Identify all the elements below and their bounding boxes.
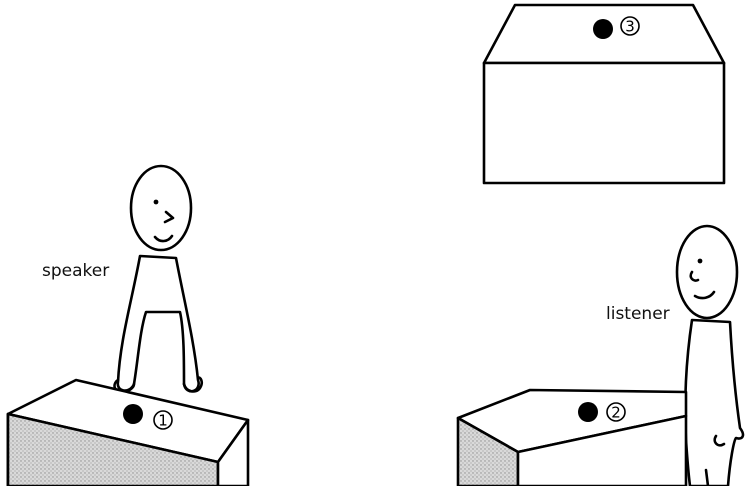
speaker-right-hand xyxy=(182,376,203,393)
listener-hand xyxy=(713,434,726,447)
listener-leg-line xyxy=(704,468,710,488)
listener-head xyxy=(675,224,739,320)
listener-body xyxy=(683,318,745,488)
speaker-label: speaker xyxy=(42,261,109,281)
speaker-figure xyxy=(113,164,203,394)
speaker-mouth xyxy=(153,234,174,243)
box-1: 1 xyxy=(6,378,250,488)
speaker-body xyxy=(116,254,200,393)
marker-2-dot xyxy=(578,402,598,422)
listener-mouth xyxy=(693,290,716,300)
marker-1-dot xyxy=(123,404,143,424)
marker-1-circle xyxy=(153,410,173,430)
box-3: 3 xyxy=(482,3,726,185)
box-3-front-face xyxy=(482,61,726,185)
marker-2-circle xyxy=(606,402,626,422)
marker-3-number: 3 xyxy=(625,18,635,36)
box-2: 2 xyxy=(456,388,688,488)
marker-3-circle xyxy=(620,16,640,36)
listener-label: listener xyxy=(606,304,670,324)
marker-3-dot xyxy=(593,19,613,39)
marker-2-number: 2 xyxy=(611,404,621,422)
marker-1-number: 1 xyxy=(158,412,168,430)
speaker-eye xyxy=(153,199,159,205)
listener-nose xyxy=(689,270,700,282)
listener-figure xyxy=(675,224,745,488)
speaker-head xyxy=(129,164,193,252)
listener-eye xyxy=(697,258,703,264)
speaker-nose xyxy=(163,210,175,224)
